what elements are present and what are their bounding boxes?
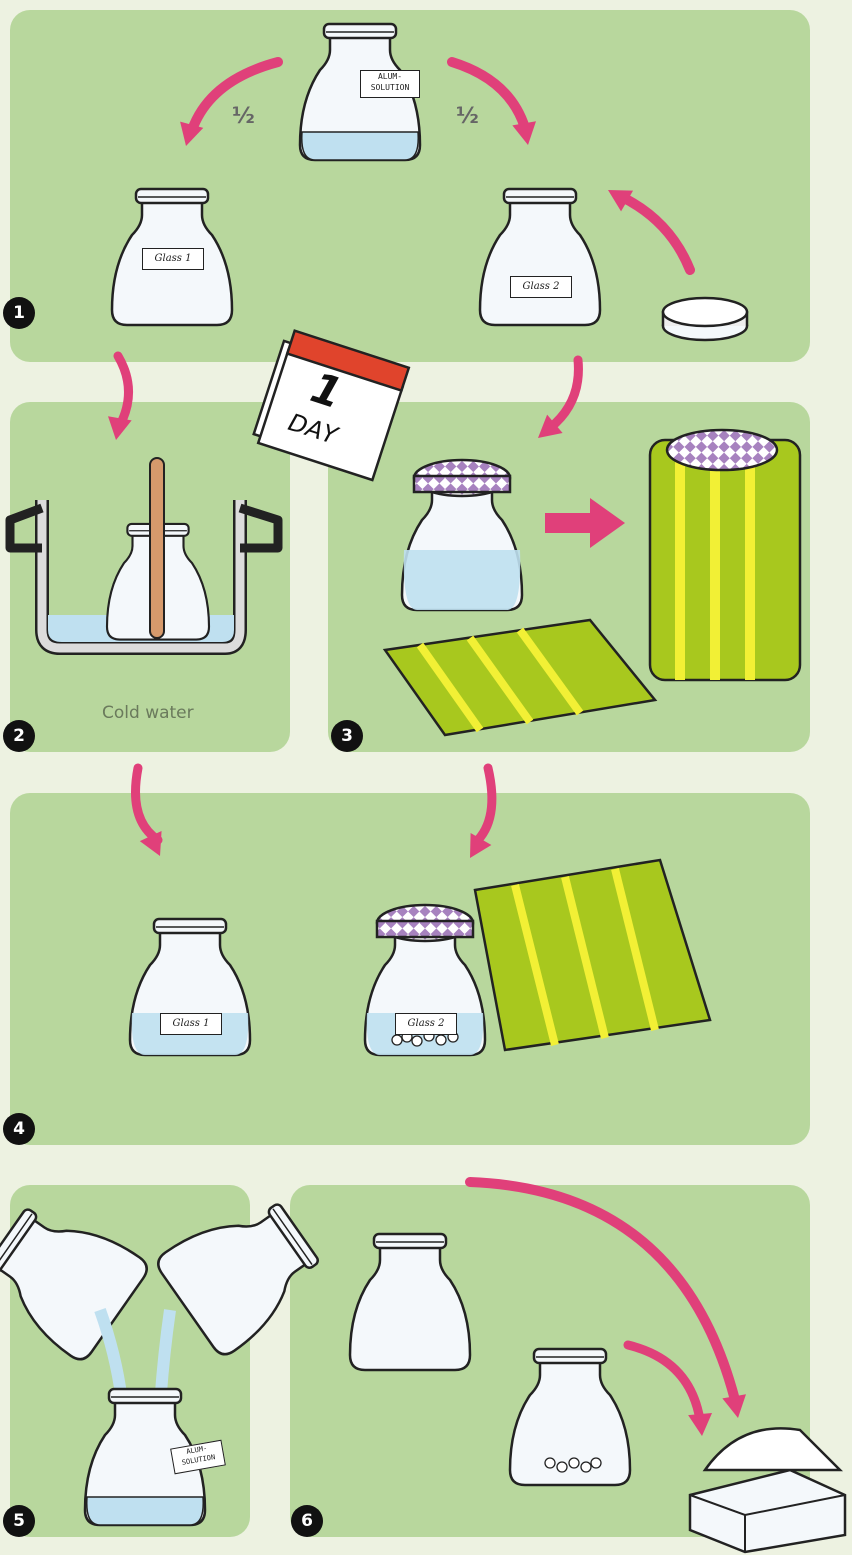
cold-water-caption: Cold water	[102, 703, 194, 723]
storage-box	[690, 1428, 845, 1552]
tilted-jar-right	[153, 1183, 333, 1359]
glass2-label-top: Glass 2	[510, 276, 572, 298]
step-badge-5: 5	[3, 1505, 35, 1537]
fraction-right: ½	[456, 104, 479, 129]
arrow-to-step4-left	[136, 768, 171, 861]
empty-jar-glass1	[350, 1234, 470, 1370]
step-badge-6: 6	[291, 1505, 323, 1537]
alum-label-top: ALUM-SOLUTION	[360, 70, 420, 98]
tilted-jar-left	[0, 1188, 152, 1364]
wooden-stick	[150, 458, 164, 638]
step-badge-1: 1	[3, 297, 35, 329]
step-badge-4: 4	[3, 1113, 35, 1145]
towel-step4	[475, 860, 710, 1050]
arrow-to-step3	[530, 360, 578, 447]
arrow-pour-left	[174, 62, 278, 149]
crystal-jar-glass2	[510, 1349, 630, 1485]
arrow-to-box-long	[470, 1182, 750, 1420]
jar-with-lid	[402, 460, 522, 610]
glass2-label-result: Glass 2	[395, 1013, 457, 1035]
towel	[385, 620, 655, 735]
lid-ring	[663, 298, 747, 340]
arrow-lid-up	[602, 180, 690, 270]
glass1-label-result: Glass 1	[160, 1013, 222, 1035]
jar-glass2-top	[480, 189, 600, 325]
arrow-to-box-short	[628, 1345, 714, 1437]
fraction-left: ½	[232, 104, 255, 129]
glass1-label-top: Glass 1	[142, 248, 204, 270]
step-badge-3: 3	[331, 720, 363, 752]
wrapped-jar	[650, 430, 800, 680]
step-badge-2: 2	[3, 720, 35, 752]
arrow-to-step4-right	[460, 768, 492, 864]
arrow-wrap	[545, 498, 625, 548]
arrow-to-step2	[104, 356, 131, 442]
